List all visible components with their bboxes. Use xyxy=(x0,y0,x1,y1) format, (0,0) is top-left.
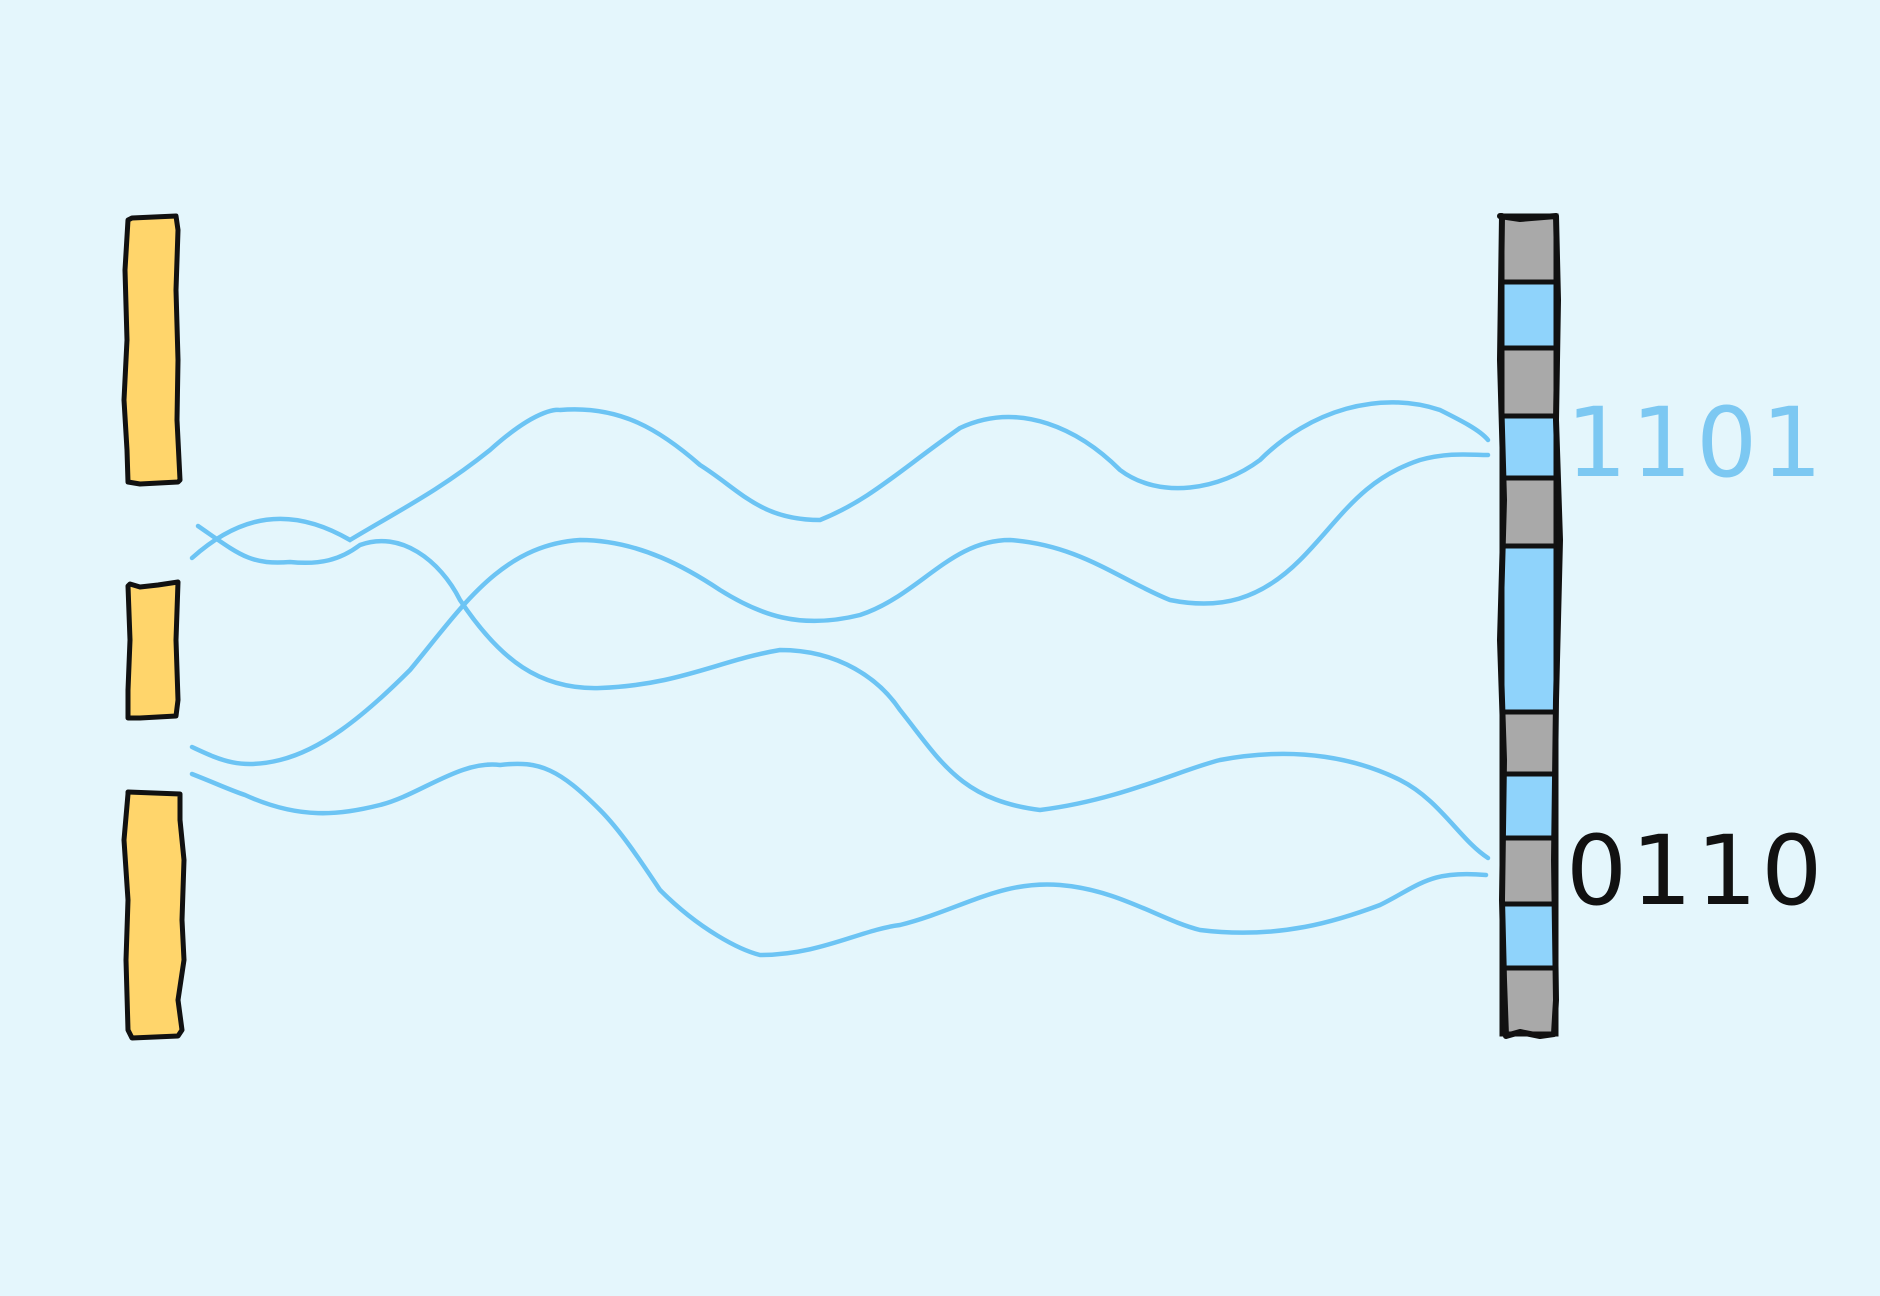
register-cell-blue xyxy=(1499,279,1559,351)
register-cell-gray xyxy=(1499,213,1559,285)
source-bar-top xyxy=(121,213,183,487)
source-bar-middle xyxy=(125,579,181,721)
wire-4 xyxy=(189,761,1489,958)
register-outline xyxy=(1497,213,1563,1039)
register-cell-gray xyxy=(1499,835,1559,907)
register-cell-blue xyxy=(1499,543,1559,715)
wire-1 xyxy=(189,400,1491,561)
register-cell-gray xyxy=(1499,475,1559,549)
register-cell-gray xyxy=(1499,965,1559,1037)
wires xyxy=(189,400,1491,958)
register xyxy=(1497,213,1563,1039)
register-cell-blue xyxy=(1499,901,1559,971)
register-cell-blue xyxy=(1499,771,1559,841)
wire-3 xyxy=(189,452,1491,767)
register-cell-blue xyxy=(1499,413,1559,481)
register-cell-gray xyxy=(1499,345,1559,419)
register-cell-gray xyxy=(1499,709,1559,777)
source-bars xyxy=(121,213,187,1041)
upper-bits-label: 1101 xyxy=(1566,387,1826,499)
lower-bits-label: 0110 xyxy=(1566,815,1826,927)
wire-2 xyxy=(195,523,1491,861)
source-bar-bottom xyxy=(121,789,187,1041)
